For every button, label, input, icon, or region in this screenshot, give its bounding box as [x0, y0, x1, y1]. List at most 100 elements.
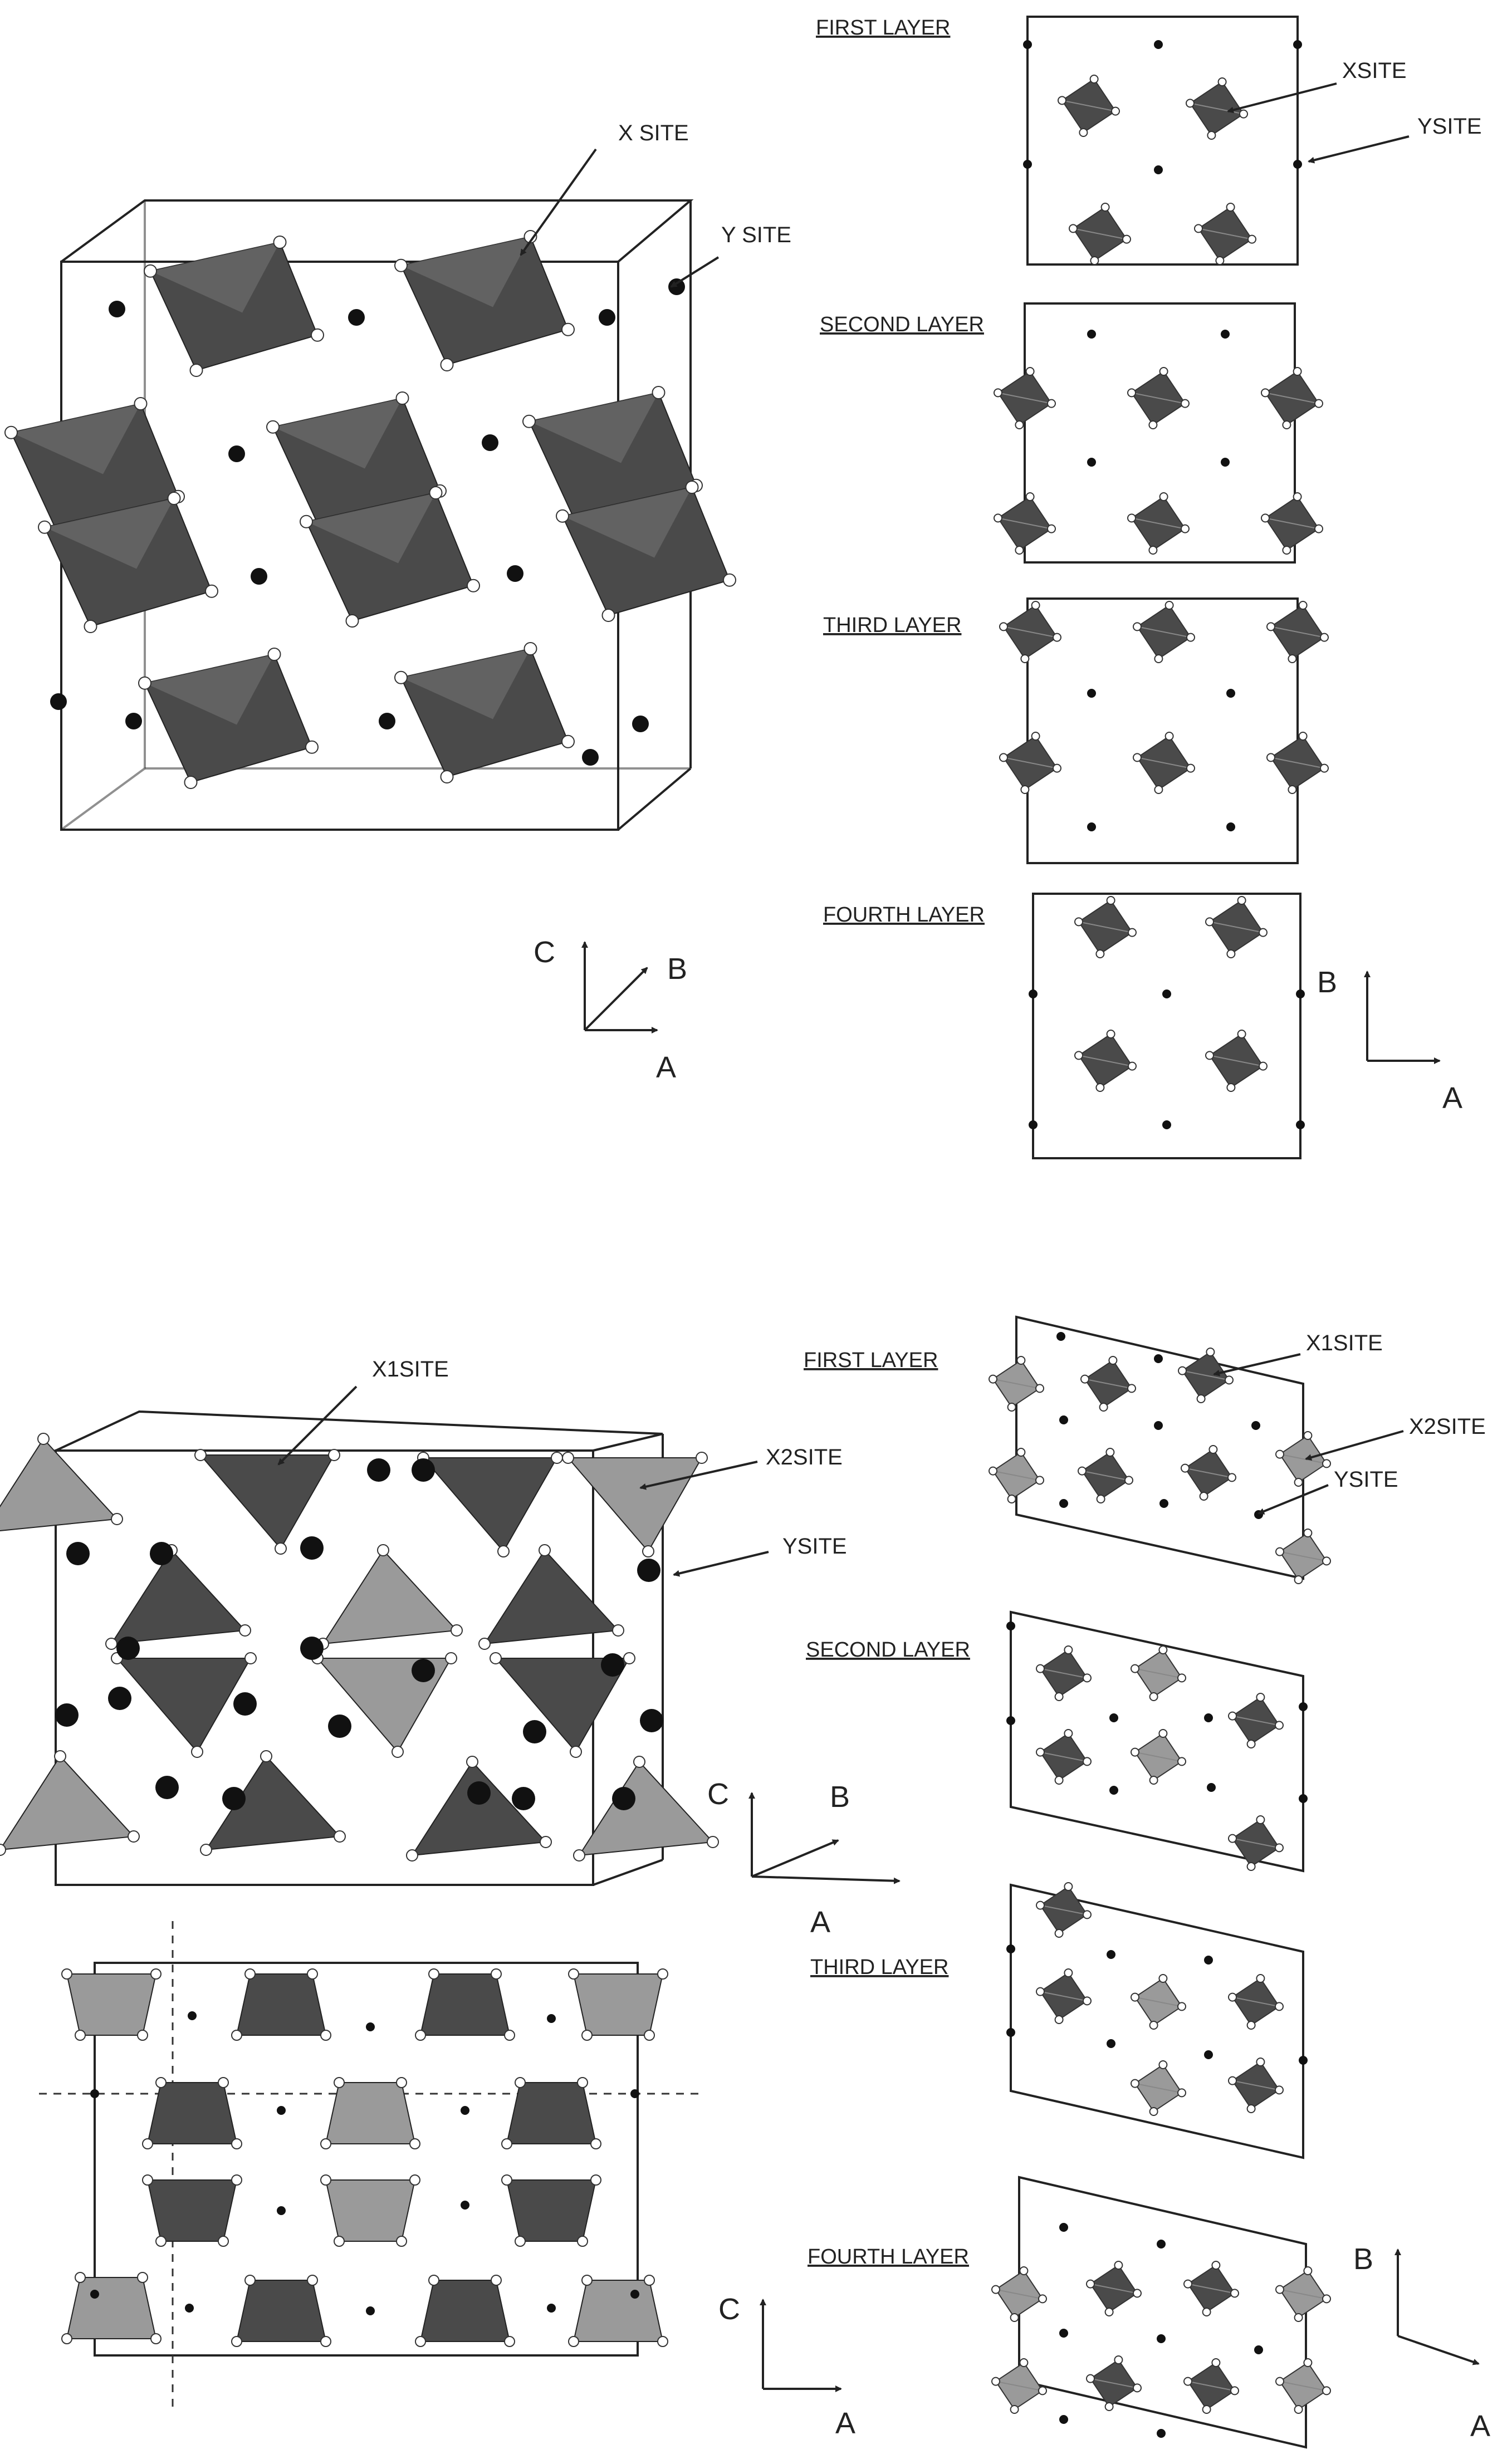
y-site-atom-projection-9 — [461, 2201, 469, 2210]
layer1-x1-site-3-vertex — [1096, 1495, 1105, 1503]
layer4-x-site-4-vertex — [1259, 1061, 1268, 1071]
layer4-y-site-1 — [1162, 989, 1171, 998]
y-site-atom-2 — [348, 309, 365, 326]
layer3-x-site-5-vertex — [1154, 785, 1163, 794]
x2-site-polyhedron-9 — [316, 1658, 452, 1753]
top-layer-y-site-atoms — [1023, 40, 1305, 1129]
layer1-x1-site-4-vertex — [1208, 1445, 1218, 1454]
layer3-y-site-7 — [1299, 2056, 1308, 2065]
layer4-x-site-2-vertex — [1226, 949, 1236, 958]
x2-site-projection-4 — [572, 1973, 664, 2036]
x1-site-projection-13-vertex — [415, 2336, 426, 2347]
layer2-y-site-6 — [1207, 1783, 1216, 1792]
y-site-atom-projection-2 — [366, 2022, 375, 2031]
x2-site-polyhedron-14-vertex — [573, 1849, 585, 1862]
layer2-y-site-7 — [1299, 1702, 1308, 1711]
x1-site-projection-13-vertex — [491, 2275, 502, 2286]
layer3-x1-site-1-vertex — [1054, 1929, 1064, 1938]
top-layer-4-title: FOURTH LAYER — [823, 903, 985, 927]
layer4-y-site-3 — [1296, 989, 1305, 998]
layer3-x1-site-1-vertex — [1083, 1910, 1092, 1919]
layer2-x-site-2-vertex — [1181, 399, 1190, 408]
layer3-x1-site-4-edge — [1232, 2080, 1280, 2091]
layer4-x-site-1-edge — [1078, 921, 1133, 933]
layer2-x1-site-1-vertex — [1036, 1664, 1045, 1673]
layer1-x1-site-3-edge — [1082, 1470, 1129, 1481]
layer1-x2-site-2-vertex — [1275, 1449, 1284, 1459]
layer4-x1-site-2-vertex — [1230, 2289, 1239, 2298]
layer4-x2-site-1-edge — [995, 2289, 1043, 2300]
x2-site-projection-9-vertex — [334, 2236, 345, 2247]
layer3-x-site-6-vertex — [1266, 753, 1275, 762]
layer4-x2-site-3-vertex — [1275, 2285, 1284, 2294]
x2-site-projection-4-vertex — [657, 1968, 668, 1980]
y-site-atom-projection-14 — [630, 2290, 639, 2299]
layer2-x-site-5-edge — [1131, 517, 1186, 530]
layer3-x-site-5-vertex — [1164, 732, 1174, 741]
layer1-x-site-3-vertex — [1069, 224, 1078, 233]
layer2-x1-site-1-vertex — [1054, 1692, 1064, 1701]
x-site-polyhedron-7-face — [306, 493, 436, 564]
top-perspective-x-site-polyhedra — [4, 230, 736, 789]
layer1-x-site-4-vertex — [1194, 224, 1203, 233]
x1-site-projection-12-vertex — [244, 2275, 256, 2286]
x1-site-projection-8-vertex — [155, 2236, 167, 2247]
layer1-y-site-3 — [1059, 1415, 1068, 1424]
layer3-x1-site-2-edge — [1040, 1991, 1088, 2002]
layer4-x2-site-4-edge — [1279, 2380, 1327, 2392]
y-site-atom-projection-3 — [547, 2014, 556, 2023]
x-site-polyhedron-8-vertex — [556, 509, 569, 523]
layer2-x1-site-3-vertex — [1275, 1721, 1284, 1730]
layer4-y-site-4 — [1029, 1120, 1038, 1129]
layer4-x-site-2-edge — [1209, 921, 1264, 933]
x2-site-polyhedron-4-vertex — [562, 1452, 574, 1464]
x2-site-projection-14-vertex — [657, 2336, 668, 2347]
top-perspective-cell: X SITE Y SITE C B A — [4, 121, 791, 1084]
x-site-polyhedron-7-vertex — [345, 614, 359, 628]
layer3-x-site-6-vertex — [1320, 763, 1329, 773]
x1-site-projection-7-vertex — [501, 2138, 512, 2149]
bottom-layer-views: FIRST LAYER SECOND LAYER THIRD LAYER FOU… — [804, 1315, 1490, 2449]
layer2-x1-site-3-edge — [1232, 1715, 1280, 1726]
x1-site-projection-8-vertex — [218, 2236, 229, 2247]
layer3-y-site-6 — [1204, 2050, 1213, 2059]
layer2-x-site-4-vertex — [1047, 524, 1056, 533]
layer2-x2-site-2-edge — [1134, 1751, 1182, 1762]
layer3-y-site-1 — [1006, 1944, 1015, 1953]
layer4-x2-site-4-vertex — [1294, 2405, 1303, 2414]
layer4-x1-site-1-vertex — [1104, 2308, 1114, 2316]
layer1-y-site-6 — [1154, 165, 1163, 174]
layer1-y-site-2 — [1154, 1354, 1163, 1363]
layer4-x-site-3-vertex — [1074, 1051, 1083, 1060]
layer1-x2-site-3-edge — [992, 1470, 1040, 1481]
layer2-x2-site-2-vertex — [1131, 1747, 1139, 1757]
layer3-x1-site-1-vertex — [1036, 1900, 1045, 1910]
x2-site-projection-14-vertex — [644, 2275, 655, 2286]
layer4-x1-site-4-vertex — [1202, 2405, 1211, 2414]
x-site-polyhedron-9-face — [145, 654, 275, 725]
x-site-polyhedron-8-vertex — [723, 573, 736, 587]
x1-site-polyhedron-10-vertex — [570, 1746, 582, 1758]
x2-site-polyhedron-14 — [578, 1761, 715, 1856]
layer4-x1-site-4-vertex — [1211, 2358, 1221, 2367]
layer4-y-site-6 — [1162, 1120, 1171, 1129]
layer4-x2-site-4-vertex — [1322, 2386, 1331, 2396]
bottom-perspective-y-site-atoms — [55, 1458, 663, 1810]
layer3-x1-site-3-vertex — [1275, 2002, 1284, 2011]
x2-site-projection-9-vertex — [409, 2174, 420, 2186]
bottom-layer-1-title: FIRST LAYER — [804, 1349, 938, 1372]
layer-x-site-label: XSITE — [1342, 58, 1407, 83]
x1-site-projection-3 — [419, 1973, 511, 2036]
layer4-x-site-1-vertex — [1095, 949, 1105, 958]
layer4-x2-site-2-vertex — [1038, 2386, 1047, 2396]
c-axis-label: C — [707, 1777, 729, 1811]
a-axis-label: A — [1470, 2409, 1490, 2443]
y-site-atom-18 — [222, 1787, 246, 1810]
layer4-x1-site-2-vertex — [1183, 2279, 1192, 2289]
layer4-x-site-2-vertex — [1205, 917, 1214, 927]
layer3-x-site-1-vertex — [1031, 601, 1040, 610]
layer3-x-site-4-vertex — [999, 753, 1008, 762]
layer2-x1-site-4-vertex — [1275, 1843, 1284, 1853]
x1-site-projection-5-vertex — [142, 2138, 153, 2149]
layer1-x2-site-3-vertex — [1016, 1448, 1026, 1457]
